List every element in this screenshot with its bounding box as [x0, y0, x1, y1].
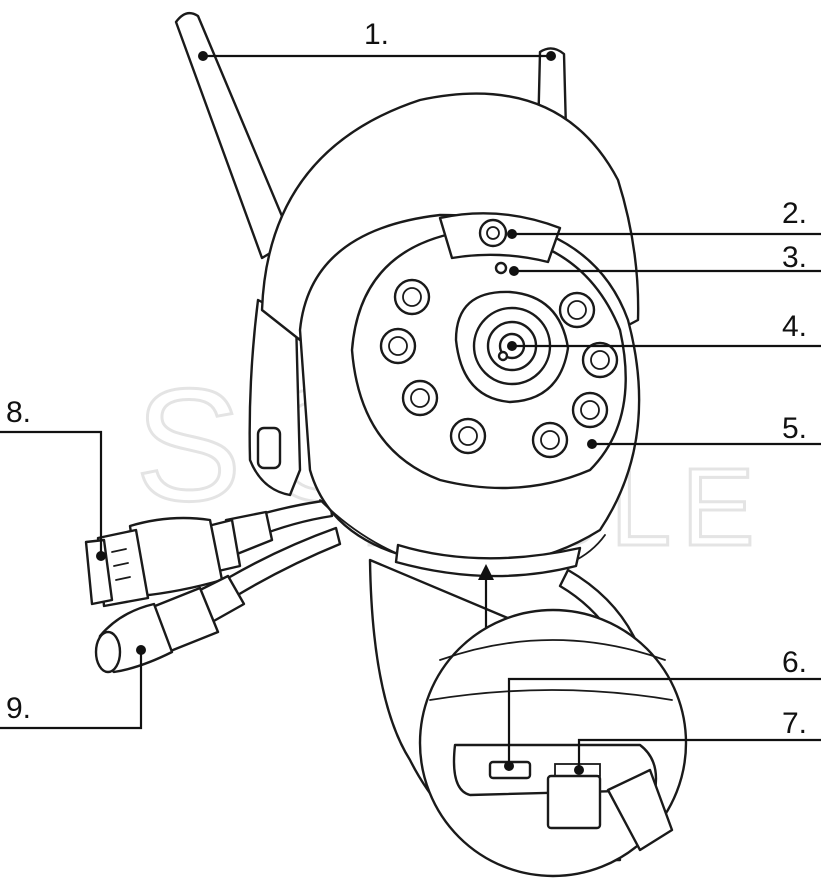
sd-card-contacts — [554, 763, 601, 777]
callout-label-8: 8. — [6, 396, 31, 429]
callout-label-4: 4. — [782, 310, 807, 343]
callout-label-1: 1. — [364, 18, 389, 51]
callout-label-6: 6. — [782, 646, 807, 679]
callout-labels: 1. 2. 3. 4. 5. 6. 7. 8. 9. — [6, 18, 807, 740]
bracket-screw — [256, 426, 282, 470]
top-sensor-pod — [438, 212, 562, 275]
callout-label-7: 7. — [782, 707, 807, 740]
leader-6 — [507, 677, 821, 766]
ir-led-ring — [379, 278, 619, 459]
antenna-left — [174, 11, 294, 260]
power-cable — [226, 526, 342, 598]
detail-magnifier — [418, 608, 688, 878]
leader-8 — [0, 430, 103, 556]
leader-7 — [577, 738, 821, 770]
microphone-hole — [494, 261, 508, 275]
callout-label-9: 9. — [6, 692, 31, 725]
cable-in-detail — [606, 768, 674, 852]
callout-label-3: 3. — [782, 241, 807, 274]
power-connector-plug — [94, 574, 246, 674]
leader-9 — [0, 650, 143, 730]
sd-slot-band — [394, 543, 582, 578]
callout-label-2: 2. — [782, 197, 807, 230]
sd-card-shape — [546, 774, 602, 830]
callout-label-5: 5. — [782, 412, 807, 445]
leader-lines — [0, 51, 821, 775]
